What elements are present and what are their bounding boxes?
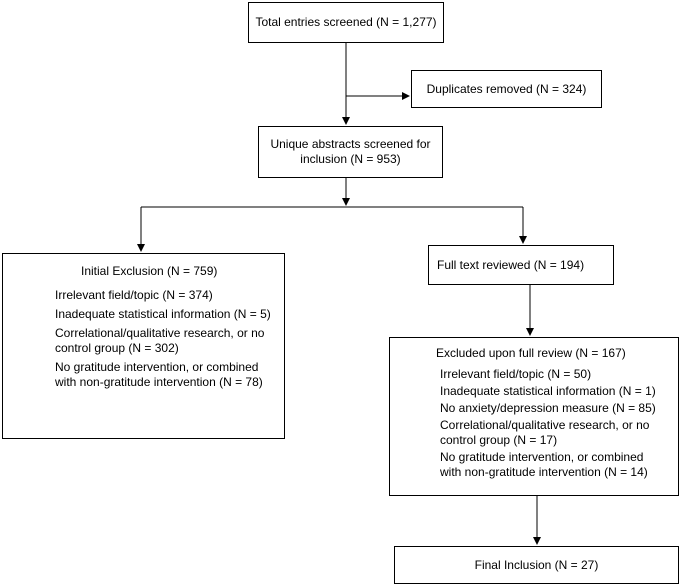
excluded-full-review-title: Excluded upon full review (N = 167) — [436, 346, 626, 360]
initial-exclusion-item: Inadequate statistical information (N = … — [55, 307, 271, 321]
duplicates-removed-label: Duplicates removed (N = 324) — [426, 81, 587, 96]
final-inclusion-box: Final Inclusion (N = 27) — [394, 546, 679, 584]
initial-exclusion-box: Initial Exclusion (N = 759) Irrelevant f… — [2, 253, 285, 439]
initial-exclusion-item: Irrelevant field/topic (N = 374) — [55, 288, 213, 302]
full-text-reviewed-label: Full text reviewed (N = 194) — [437, 257, 585, 272]
initial-exclusion-title: Initial Exclusion (N = 759) — [81, 264, 218, 278]
excluded-full-review-box: Excluded upon full review (N = 167) Irre… — [389, 337, 679, 496]
initial-exclusion-item: No gratitude intervention, or combined w… — [55, 360, 263, 389]
unique-abstracts-box: Unique abstracts screened for inclusion … — [258, 126, 443, 178]
excluded-full-review-item: Irrelevant field/topic (N = 50) — [440, 367, 592, 381]
initial-exclusion-item: Correlational/qualitative research, or n… — [55, 326, 265, 355]
duplicates-removed-box: Duplicates removed (N = 324) — [411, 70, 602, 108]
full-text-reviewed-box: Full text reviewed (N = 194) — [428, 245, 614, 285]
final-inclusion-label: Final Inclusion (N = 27) — [474, 557, 599, 572]
total-screened-box: Total entries screened (N = 1,277) — [248, 2, 444, 43]
unique-abstracts-label: Unique abstracts screened for inclusion … — [270, 137, 431, 166]
total-screened-label: Total entries screened (N = 1,277) — [255, 15, 437, 29]
excluded-full-review-item: No gratitude intervention, or combined w… — [440, 450, 648, 479]
excluded-full-review-item: Correlational/qualitative research, or n… — [440, 418, 650, 447]
excluded-full-review-item: No anxiety/depression measure (N = 85) — [440, 401, 656, 415]
excluded-full-review-item: Inadequate statistical information (N = … — [440, 384, 656, 398]
